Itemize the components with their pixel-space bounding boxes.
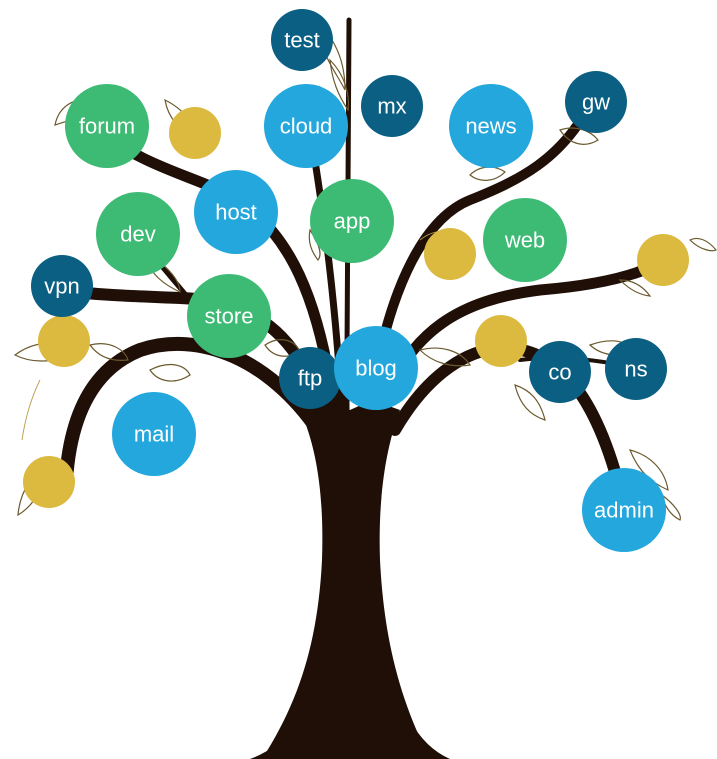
node-label: news [465, 114, 516, 139]
leaf-10 [418, 347, 472, 367]
leaf-19 [329, 58, 350, 112]
node-label: ftp [298, 366, 322, 391]
node-label: forum [79, 114, 135, 139]
node-label: test [284, 28, 319, 53]
node-circle [31, 255, 93, 317]
node-circle [271, 9, 333, 71]
node-forum: forum [65, 84, 149, 168]
node-label: admin [594, 498, 654, 523]
node-circle [582, 468, 666, 552]
node-circle [483, 198, 567, 282]
leaf-7 [149, 363, 191, 382]
node-group: test mx gw forum cloud news host app [31, 9, 667, 552]
node-mail: mail [112, 392, 196, 476]
node-circle [310, 179, 394, 263]
leaf-16 [629, 449, 669, 491]
leaf-18 [618, 279, 652, 297]
leaf-21 [21, 379, 41, 441]
node-gw: gw [565, 71, 627, 133]
node-web: web [483, 198, 567, 282]
gold-dot [475, 315, 527, 367]
node-circle [565, 71, 627, 133]
trunk-body [262, 400, 430, 759]
node-label: web [504, 228, 545, 253]
branch-left-low [59, 336, 325, 487]
node-label: host [215, 200, 257, 225]
node-circle [605, 338, 667, 400]
node-app: app [310, 179, 394, 263]
node-label: app [334, 209, 371, 234]
node-admin: admin [582, 468, 666, 552]
node-mx: mx [361, 75, 423, 137]
node-circle [279, 347, 341, 409]
node-label: store [205, 304, 254, 329]
leaf-6 [88, 343, 129, 361]
node-circle [96, 192, 180, 276]
node-ftp: ftp [279, 347, 341, 409]
gold-dot-group [23, 107, 689, 508]
node-label: blog [355, 356, 397, 381]
node-cloud: cloud [264, 84, 348, 168]
node-label: ns [624, 357, 647, 382]
node-label: mail [134, 422, 174, 447]
node-vpn: vpn [31, 255, 93, 317]
leaf-13 [559, 127, 599, 145]
node-host: host [194, 170, 278, 254]
node-circle [112, 392, 196, 476]
node-label: gw [582, 90, 610, 115]
node-circle [361, 75, 423, 137]
leaf-11 [514, 384, 546, 421]
node-circle [449, 84, 533, 168]
node-circle [334, 326, 418, 410]
node-blog: blog [334, 326, 418, 410]
gold-dot [38, 315, 90, 367]
node-store: store [187, 274, 271, 358]
node-dev: dev [96, 192, 180, 276]
node-label: vpn [44, 274, 79, 299]
node-circle [529, 341, 591, 403]
branch-right-high [365, 100, 595, 415]
node-news: news [449, 84, 533, 168]
node-ns: ns [605, 338, 667, 400]
gold-dot [424, 228, 476, 280]
leaf-14 [469, 166, 506, 181]
trunk-roots [250, 720, 450, 759]
node-label: dev [120, 222, 155, 247]
node-circle [187, 274, 271, 358]
node-circle [264, 84, 348, 168]
gold-dot [169, 107, 221, 159]
gold-dot [23, 456, 75, 508]
node-label: co [548, 360, 571, 385]
gold-dot [637, 234, 689, 286]
node-label: mx [377, 94, 406, 119]
node-co: co [529, 341, 591, 403]
leaf-15 [688, 237, 717, 252]
node-circle [194, 170, 278, 254]
node-circle [65, 84, 149, 168]
node-test: test [271, 9, 333, 71]
node-label: cloud [280, 114, 333, 139]
